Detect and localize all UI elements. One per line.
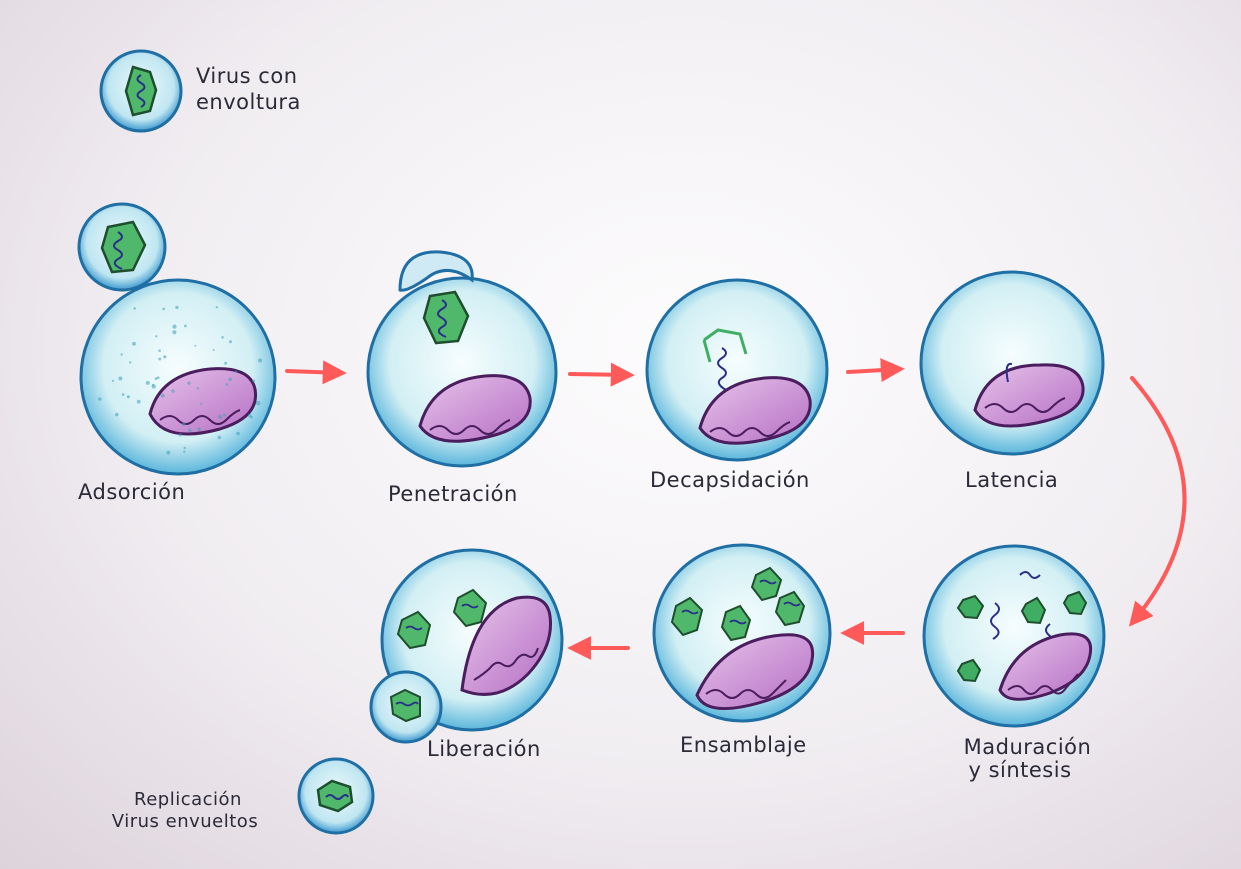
- arrow-1: [287, 371, 342, 373]
- arrow-3: [848, 369, 900, 372]
- granule: [188, 429, 192, 433]
- granule: [179, 433, 182, 436]
- granule: [137, 400, 141, 404]
- stage-label-liberacion: Liberación: [427, 737, 541, 761]
- granule: [158, 358, 161, 361]
- cell-liberacion: [371, 550, 562, 742]
- granule: [175, 306, 178, 309]
- granule: [184, 325, 187, 328]
- granule: [120, 353, 122, 355]
- granule: [127, 395, 130, 398]
- granule: [129, 361, 131, 363]
- granule: [133, 307, 136, 310]
- arrow-2: [570, 374, 630, 375]
- granule: [228, 378, 231, 381]
- stage-label-maduracion-line2: y síntesis: [950, 758, 1090, 782]
- caption-line2: Virus envueltos: [100, 812, 270, 832]
- granule: [172, 325, 176, 329]
- granule: [224, 362, 227, 365]
- granule: [236, 432, 240, 436]
- granule: [112, 380, 114, 382]
- granule: [256, 401, 260, 405]
- cell-maduracion: [924, 546, 1104, 726]
- granule: [194, 345, 196, 347]
- granule: [155, 377, 158, 380]
- granule: [223, 414, 226, 417]
- stage-label-ensamblaje: Ensamblaje: [680, 733, 807, 757]
- granule: [152, 384, 156, 388]
- granule: [163, 355, 166, 358]
- granule: [250, 416, 253, 419]
- cell-ensamblaje: [654, 545, 830, 721]
- granule: [98, 397, 101, 400]
- granule: [218, 415, 222, 419]
- granule: [184, 447, 186, 449]
- granule: [122, 393, 125, 396]
- legend-label-line1: Virus con: [196, 64, 298, 88]
- granule: [161, 394, 165, 398]
- granule: [162, 308, 165, 311]
- granule: [197, 428, 200, 431]
- legend-virus-icon: [101, 51, 181, 131]
- granule: [172, 330, 176, 334]
- granule: [229, 340, 232, 343]
- cell-penetracion: [368, 252, 556, 466]
- granule: [158, 349, 161, 352]
- granule: [118, 377, 122, 381]
- stage-label-adsorcion: Adsorción: [78, 480, 185, 504]
- cell-adsorcion: [79, 204, 275, 474]
- granule: [155, 335, 157, 337]
- granule: [213, 349, 215, 351]
- granule: [115, 413, 119, 417]
- granule: [221, 336, 224, 339]
- stage-label-decapsidacion: Decapsidación: [650, 468, 810, 492]
- cell-latencia: [921, 272, 1103, 454]
- granule: [187, 382, 190, 385]
- granule: [146, 381, 150, 385]
- granule: [182, 422, 186, 426]
- released-virus-icon: [299, 759, 373, 833]
- stage-label-maduracion-line1: Maduración: [950, 735, 1105, 759]
- granule: [166, 451, 170, 455]
- granule: [226, 383, 229, 386]
- granule: [171, 389, 174, 392]
- stage-label-penetracion: Penetración: [388, 482, 518, 506]
- granule: [197, 387, 199, 389]
- cell-decapsidacion: [647, 280, 827, 460]
- granule: [218, 436, 222, 440]
- granule: [200, 403, 202, 405]
- granule: [183, 451, 185, 453]
- granule: [132, 342, 136, 346]
- stage-label-latencia: Latencia: [965, 468, 1058, 492]
- granule: [216, 306, 218, 308]
- granule: [258, 359, 262, 363]
- arrow-4: [1132, 378, 1185, 623]
- legend-label-line2: envoltura: [196, 90, 301, 114]
- granule: [235, 371, 238, 374]
- granule: [252, 380, 255, 383]
- caption-line1: Replicación: [108, 790, 268, 810]
